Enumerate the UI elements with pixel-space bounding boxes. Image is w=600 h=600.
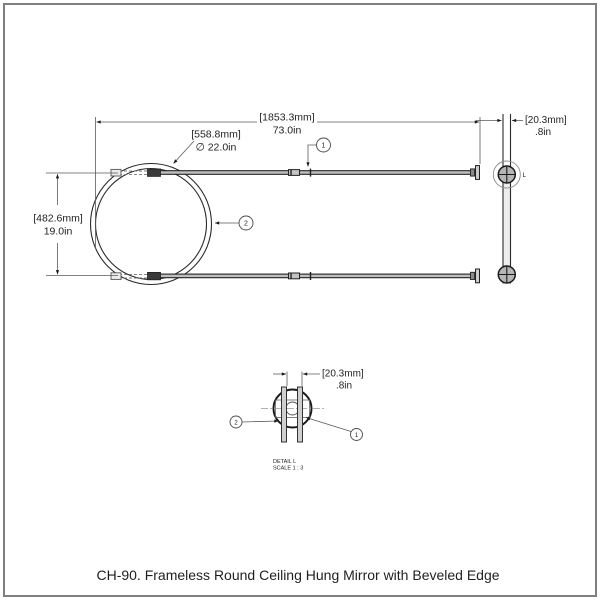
mirror-circle — [89, 162, 213, 286]
hanging-rod-bottom — [110, 268, 480, 284]
dim-diameter-mm: [558.8mm] — [191, 129, 241, 141]
dim-side-thickness-mm: [20.3mm] — [525, 115, 567, 126]
mirror-bracket-bottom — [110, 272, 122, 280]
detail-callout-letter: L — [523, 172, 527, 179]
detail-callout-circle — [492, 160, 521, 189]
dim-overall-length-mm: [1853.3mm] — [259, 112, 315, 124]
rod-coupling-bottom — [288, 272, 300, 280]
rod-collar-bottom — [470, 271, 475, 280]
detail-callout-1: 1 — [305, 417, 363, 441]
mount-knob-bottom — [497, 265, 517, 284]
rod-end-flange-top — [475, 165, 480, 180]
rod-end-flange-bottom — [475, 268, 480, 284]
callout-1-rod: 1 — [306, 137, 331, 167]
drawing-caption: CH-90. Frameless Round Ceiling Hung Mirr… — [96, 567, 499, 583]
detail-callout-2: 2 — [229, 415, 279, 429]
callout-2-label: 2 — [244, 221, 248, 228]
rod-clamp-top — [147, 168, 161, 177]
dim-side-thickness: [20.3mm] .8in — [476, 115, 567, 138]
dim-overall-length: [1853.3mm] 73.0in — [95, 112, 481, 249]
side-view: [20.3mm] .8in L — [476, 114, 567, 284]
detail-view-scale: SCALE 1 : 3 — [273, 466, 303, 472]
detail-view-label: DETAIL L — [273, 459, 296, 465]
dim-diameter-in: ∅ 22.0in — [196, 142, 237, 154]
dim-rod-spacing-mm: [482.6mm] — [33, 213, 83, 225]
sheet-border — [3, 3, 597, 597]
dim-overall-length-in: 73.0in — [273, 125, 302, 137]
dim-side-thickness-in: .8in — [535, 127, 551, 138]
dim-detail-thickness-in: .8in — [336, 381, 352, 392]
hanging-rod-top — [110, 165, 480, 180]
mount-knob-top: L — [492, 160, 527, 189]
dim-rod-spacing: [482.6mm] 19.0in — [33, 172, 118, 276]
dim-mirror-diameter: [558.8mm] ∅ 22.0in — [173, 129, 241, 164]
rod-coupling-top — [288, 169, 300, 176]
detail-rod-plate — [297, 386, 303, 443]
dim-detail-thickness: [20.3mm] .8in — [273, 369, 364, 392]
detail-mirror-plate — [281, 386, 287, 443]
rod-clamp-bottom — [147, 271, 161, 281]
detail-callout-1-label: 1 — [355, 433, 359, 439]
detail-callout-2-label: 2 — [234, 420, 238, 426]
dim-rod-spacing-in: 19.0in — [44, 226, 73, 238]
plan-view: [1853.3mm] 73.0in [558.8mm] ∅ 22.0in [48… — [33, 112, 481, 286]
callout-2-mirror: 2 — [214, 215, 254, 231]
detail-view: [20.3mm] .8in 2 1 DETAIL L SCALE 1 : 3 — [229, 369, 364, 472]
dim-detail-thickness-mm: [20.3mm] — [322, 369, 364, 380]
rod-collar-top — [470, 168, 475, 177]
callout-1-label: 1 — [322, 143, 326, 150]
